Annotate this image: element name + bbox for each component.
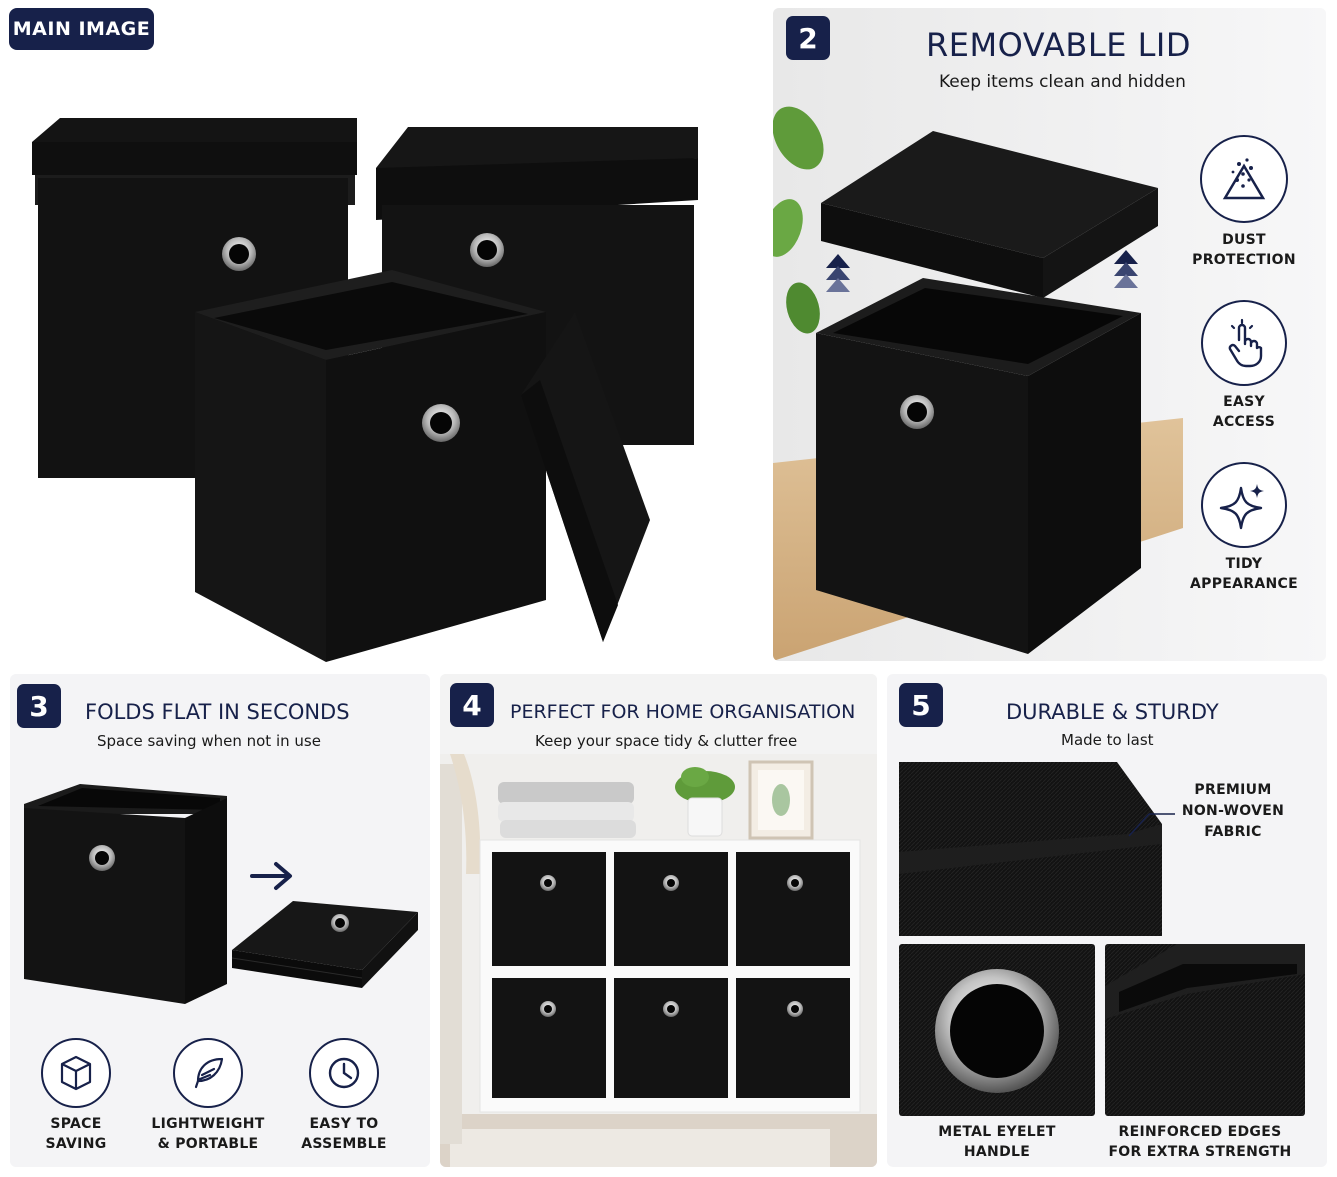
easy-assemble-icon <box>309 1038 379 1108</box>
easy-access-label: EASY ACCESS <box>1184 392 1304 432</box>
folds-flat-panel: 3 FOLDS FLAT IN SECONDS Space saving whe… <box>10 674 430 1167</box>
dust-protection-label: DUST PROTECTION <box>1184 230 1304 270</box>
feature-line: SAVING <box>45 1136 107 1152</box>
tidy-appearance-label: TIDY APPEARANCE <box>1184 554 1304 594</box>
feature-line: & PORTABLE <box>157 1136 259 1152</box>
tidy-appearance-icon <box>1201 462 1287 548</box>
feature-line: TIDY <box>1225 556 1263 572</box>
detail-line: FOR EXTRA STRENGTH <box>1108 1144 1292 1160</box>
dust-protection-icon <box>1200 135 1288 223</box>
premium-fabric-callout: PREMIUM NON-WOVEN FABRIC <box>1173 780 1293 843</box>
step-5-badge: 5 <box>899 683 943 727</box>
folded-towels <box>498 782 636 838</box>
shelf-scene <box>440 674 877 1167</box>
storage-boxes-illustration <box>32 118 698 662</box>
callout-line: NON-WOVEN <box>1181 803 1285 819</box>
metal-eyelet-label: METAL EYELET HANDLE <box>917 1122 1077 1162</box>
durable-sturdy-panel: 5 DURABLE & STURDY Made to last P <box>887 674 1327 1167</box>
easy-access-icon <box>1201 300 1287 386</box>
sparkle-icon <box>1219 484 1264 530</box>
feature-line: DUST <box>1222 232 1266 248</box>
space-saving-icon <box>41 1038 111 1108</box>
detail-line: METAL EYELET <box>938 1124 1056 1140</box>
leaning-lid <box>521 312 650 642</box>
panel-5-title: DURABLE & STURDY <box>1006 700 1219 724</box>
step-4-badge: 4 <box>450 683 494 727</box>
home-organisation-panel: 4 PERFECT FOR HOME ORGANISATION Keep you… <box>440 674 877 1167</box>
back-right-box <box>376 127 698 445</box>
step-2-badge: 2 <box>786 16 830 60</box>
detail-line: REINFORCED EDGES <box>1118 1124 1282 1140</box>
fold-illustration <box>24 784 418 1004</box>
detail-line: HANDLE <box>963 1144 1031 1160</box>
panel-4-subtitle: Keep your space tidy & clutter free <box>535 732 798 750</box>
lightweight-label: LIGHTWEIGHT & PORTABLE <box>148 1114 268 1154</box>
cube-icon <box>60 1055 92 1091</box>
feature-line: EASY <box>1223 394 1265 410</box>
main-image-panel: MAIN IMAGE <box>0 0 765 665</box>
feature-line: APPEARANCE <box>1190 576 1298 592</box>
panel-4-title: PERFECT FOR HOME ORGANISATION <box>510 701 856 723</box>
space-saving-label: SPACE SAVING <box>26 1114 126 1154</box>
feature-line: PROTECTION <box>1192 252 1296 268</box>
step-3-badge: 3 <box>17 684 61 728</box>
feature-line: ACCESS <box>1212 414 1276 430</box>
front-open-box <box>195 270 546 662</box>
storage-cubes <box>492 852 850 1098</box>
plant-leaves <box>773 106 824 334</box>
callout-line: PREMIUM <box>1194 782 1272 798</box>
tap-hand-icon <box>1228 318 1263 368</box>
lid-scene <box>773 8 1326 661</box>
callout-line: FABRIC <box>1204 824 1262 840</box>
panel-3-subtitle: Space saving when not in use <box>97 732 321 750</box>
feather-icon <box>194 1057 224 1089</box>
reinforced-edges-label: REINFORCED EDGES FOR EXTRA STRENGTH <box>1105 1122 1295 1162</box>
feature-line: SPACE <box>50 1116 102 1132</box>
lightweight-icon <box>173 1038 243 1108</box>
detail-closeups <box>899 762 1305 1116</box>
panel-2-title: REMOVABLE LID <box>926 26 1191 64</box>
feature-line: EASY TO <box>309 1116 379 1132</box>
back-left-box <box>32 118 357 478</box>
framed-picture <box>748 760 814 840</box>
right-arrow-icon <box>250 862 292 890</box>
dust-icon <box>1222 158 1266 200</box>
removable-lid-panel: 2 REMOVABLE LID Keep items clean and hid… <box>773 8 1326 661</box>
feature-line: LIGHTWEIGHT <box>151 1116 265 1132</box>
easy-assemble-label: EASY TO ASSEMBLE <box>294 1114 394 1154</box>
panel-5-subtitle: Made to last <box>1061 731 1154 749</box>
main-image-badge: MAIN IMAGE <box>9 8 154 50</box>
panel-3-title: FOLDS FLAT IN SECONDS <box>85 700 350 724</box>
feature-line: ASSEMBLE <box>301 1136 387 1152</box>
panel-2-subtitle: Keep items clean and hidden <box>939 72 1186 92</box>
up-arrows-icon <box>826 250 1138 292</box>
potted-plant <box>675 767 735 837</box>
clock-icon <box>328 1057 360 1089</box>
